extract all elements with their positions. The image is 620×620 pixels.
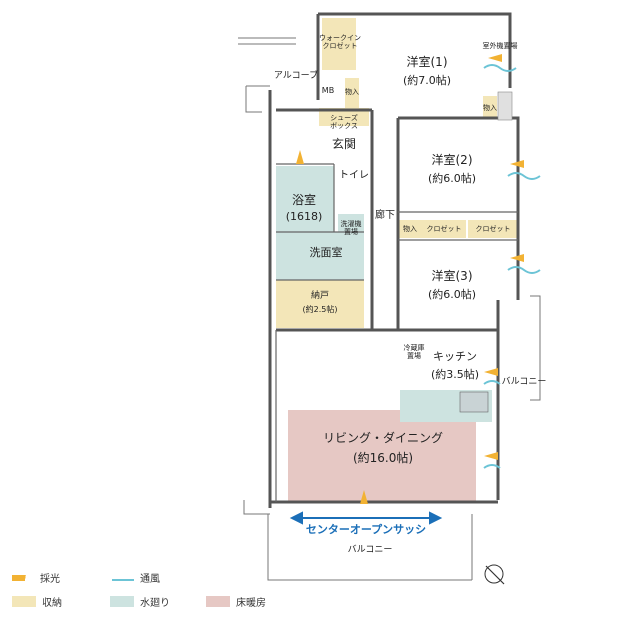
nando-size: (約2.5帖) [303,304,338,314]
storage-label-2: 物入 [483,103,497,112]
balcony-main-label: バルコニー [348,544,393,555]
wind-icon-1 [483,64,517,72]
light-icon-5 [484,452,498,460]
legend-floor-heat-swatch [206,596,230,607]
walkin-label: ウォークインクロゼット [319,34,361,50]
washroom-area [276,232,364,280]
bath-area [276,166,334,232]
legend-light-label: 採光 [40,574,60,585]
wind-icon-3 [507,266,541,274]
light-icon-3 [510,254,524,262]
column [497,91,513,121]
room-western3-name: 洋室(3) [432,268,473,283]
washer-label: 洗濯機置場 [341,219,362,236]
balcony-side-label: バルコニー [502,376,547,387]
room-western1-name: 洋室(1) [407,54,448,69]
entrance-label: 玄関 [332,136,356,151]
legend-row-1: 採光 通風 [12,570,160,585]
shoes-box-label: シューズボックス [330,113,358,130]
light-icon-1 [488,54,502,62]
walls [268,12,520,508]
bath-size: (1618) [286,210,323,223]
legend-water-label: 水廻り [140,598,170,609]
alcove-label: アルコーブ [274,69,318,81]
legend-row-2: 収納 水廻り 床暖房 [12,594,266,609]
legend-wind-icon [112,575,134,581]
sash-arrow [289,511,443,525]
room-western3-size: (約6.0帖) [428,287,476,301]
light-icon-6 [360,490,368,504]
kitchen-size: (約3.5帖) [431,367,479,381]
wind-icon-2 [507,172,541,180]
nando-name: 納戸 [311,289,329,301]
room-western1-size: (約7.0帖) [403,73,451,87]
closet-area-2 [468,220,518,238]
legend-light-icon [12,574,34,581]
legend-wind-label: 通風 [140,574,160,585]
closet-area-1 [422,220,466,238]
legend-storage-label: 収納 [42,598,62,609]
light-icon-2 [510,160,524,168]
storage-area-3 [398,220,422,238]
corridor-label: 廊下 [375,208,395,221]
outer-structure [238,37,541,581]
room-western2-name: 洋室(2) [432,152,473,167]
fridge-label: 冷蔵庫置場 [404,343,425,360]
mb-label: MB [322,86,334,95]
closet-label-2: クロゼット [476,224,511,233]
washroom-label: 洗面室 [310,245,343,259]
compass-icon [484,564,505,585]
storage-label-1: 物入 [345,87,359,96]
stove [459,391,489,413]
center-sash-label: センターオープンサッシ [306,522,426,536]
kitchen-name: キッチン [433,350,477,363]
legend-storage-swatch [12,596,36,607]
storage-label-3: 物入 [403,224,417,233]
toilet-label: トイレ [339,170,369,181]
closet-label-1: クロゼット [427,224,462,233]
legend-water-swatch [110,596,134,607]
living-name: リビング・ダイニング [323,430,443,445]
living-floor-heat-area [288,410,476,502]
thin-walls [275,163,518,502]
bath-name: 浴室 [292,192,316,207]
wind-icon-4 [483,380,501,385]
light-icon-4 [484,368,498,376]
washer-area [338,214,364,236]
shoes-area [319,108,369,126]
living-size: (約16.0帖) [353,450,413,465]
legend-floor-heat-label: 床暖房 [236,598,266,609]
storage-area-1 [345,78,359,108]
outdoor-unit-label: 室外機置場 [483,41,518,50]
storage-area-2 [483,96,497,118]
wind-icon-5 [483,464,501,469]
nando-area [276,280,364,328]
room-western2-size: (約6.0帖) [428,171,476,185]
walkin-area [322,18,356,70]
light-icon-7 [296,150,304,164]
